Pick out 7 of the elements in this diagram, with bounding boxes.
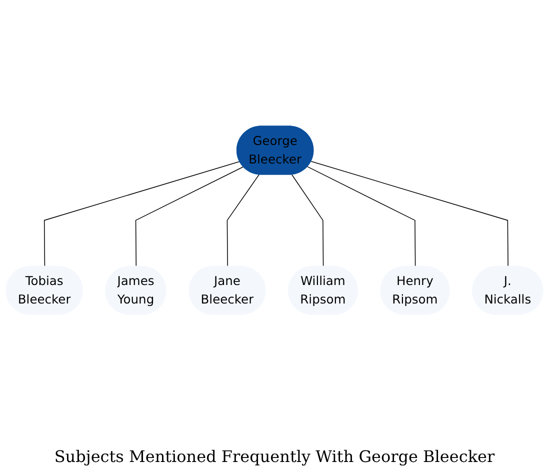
- connector: [307, 166, 416, 268]
- connector: [44, 161, 240, 268]
- connector: [310, 161, 508, 268]
- caption: Subjects Mentioned Frequently With George Bleecker: [54, 447, 495, 466]
- connector: [291, 174, 324, 268]
- connector: [135, 166, 244, 268]
- connector: [226, 174, 260, 268]
